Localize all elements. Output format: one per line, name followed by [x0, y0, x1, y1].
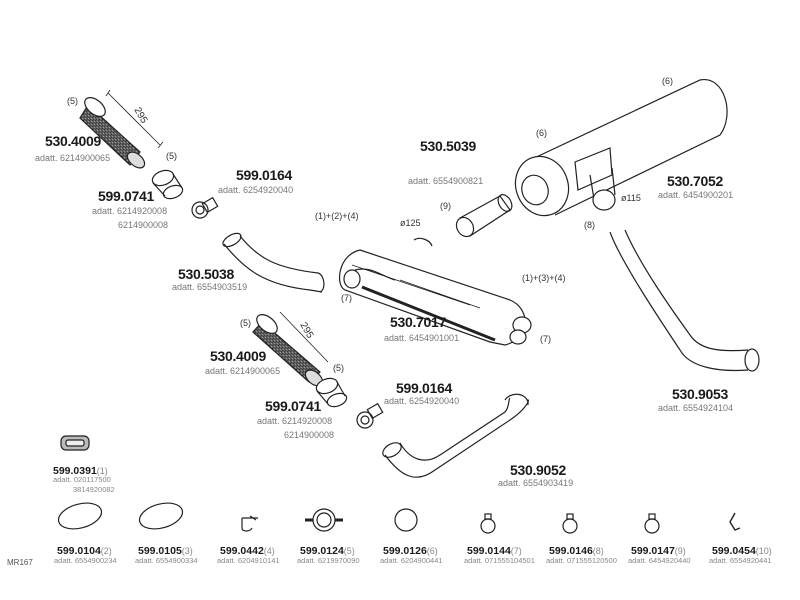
diameter-label: ø115: [621, 193, 641, 203]
accessory-item: 599.0146(8): [549, 541, 604, 559]
part-code: 599.0144: [467, 545, 511, 557]
accessory-item: 599.0442(4): [220, 541, 275, 559]
part-code: 599.0126: [383, 545, 427, 557]
accessory-item: 599.0104(2): [57, 541, 112, 559]
ref-label: (10): [755, 546, 772, 556]
part-code: 530.7017: [390, 314, 446, 330]
ref-label: (6): [536, 128, 547, 138]
accessory-item: 599.0144(7): [467, 541, 522, 559]
part-adatt: adatt. 020117500: [53, 475, 111, 484]
ref-label: (6): [662, 76, 673, 86]
ref-label: (5): [333, 363, 344, 373]
part-adatt: adatt. 071555104501: [464, 556, 535, 565]
part-code: 530.9052: [510, 462, 566, 478]
part-code: 530.4009: [210, 348, 266, 364]
part-adatt: adatt. 6254920040: [384, 396, 460, 406]
part-code: 599.0104: [57, 545, 101, 557]
ref-label: (9): [674, 546, 686, 556]
accessory-icons: [57, 502, 741, 534]
ref-label: (5): [240, 318, 251, 328]
diameter-label: ø125: [400, 218, 421, 228]
sleeve-599-0741-b: [315, 377, 348, 408]
part-adatt: adatt. 6454900201: [658, 190, 734, 200]
ref-label: (5): [343, 546, 355, 556]
part-code: 599.0741: [265, 398, 321, 414]
muffler-530-7052: [514, 79, 728, 217]
part-code: 530.9053: [672, 386, 728, 402]
part-adatt: adatt. 6454901001: [384, 333, 460, 343]
accessory-item: 599.0105(3): [138, 541, 193, 559]
part-code: 599.0124: [300, 545, 344, 557]
ref-label: (2): [100, 546, 112, 556]
part-code: 599.0164: [396, 380, 452, 396]
part-adatt: adatt. 6204910141: [217, 556, 280, 565]
part-adatt: adatt. 6454920440: [628, 556, 691, 565]
accessory-item: 599.0147(9): [631, 541, 686, 559]
ref-label: (8): [584, 220, 595, 230]
part-code: 599.0454: [712, 545, 756, 557]
part-adatt: 6214900008: [284, 430, 335, 440]
part-adatt: adatt. 6214900065: [205, 366, 281, 376]
part-adatt: adatt. 6204900441: [380, 556, 443, 565]
part-adatt: adatt. 6214920008: [92, 206, 168, 216]
flex-pipe-530-4009-b: [252, 311, 329, 387]
accessory-item: 599.0454(10): [712, 541, 772, 559]
ref-label: (3): [181, 546, 193, 556]
pipe-530-9053: [609, 229, 760, 372]
tailpipe-530-5039: [455, 194, 513, 238]
ref-label: (5): [166, 151, 177, 161]
ref-label: (1): [96, 466, 108, 476]
part-adatt: adatt. 6554903419: [498, 478, 574, 488]
pipe-530-9052: [382, 393, 530, 478]
ref-label: (4): [263, 546, 275, 556]
part-code: 599.0146: [549, 545, 593, 557]
part-code: 599.0391: [53, 465, 97, 477]
part-code: 599.0741: [98, 188, 154, 204]
part-adatt: adatt. 6554900821: [408, 176, 484, 186]
part-adatt: adatt. 071555120500: [546, 556, 617, 565]
part-code: 599.0442: [220, 545, 264, 557]
pipe-530-5038: [222, 232, 325, 293]
part-code: 530.5039: [420, 138, 476, 154]
ref-label: (9): [440, 201, 451, 211]
gasket-599-0391: [60, 435, 90, 451]
part-adatt: adatt. 6254920040: [218, 185, 294, 195]
part-adatt: adatt. 6554924104: [658, 403, 734, 413]
ref-label: (1)+(2)+(4): [315, 211, 359, 221]
part-adatt: adatt. 6554900334: [135, 556, 198, 565]
accessory-item: 599.0124(5): [300, 541, 355, 559]
clamp-599-0164-a: [191, 196, 219, 219]
part-adatt: adatt. 6554900234: [54, 556, 117, 565]
ref-label: (7): [510, 546, 522, 556]
ref-label: (6): [426, 546, 438, 556]
muffler-530-7017: [338, 237, 532, 346]
ref-label: (1)+(3)+(4): [522, 273, 566, 283]
drawing-id: MR167: [7, 558, 33, 567]
ref-label: (5): [67, 96, 78, 106]
part-code: 530.4009: [45, 133, 101, 149]
part-adatt: adatt. 6554920441: [709, 556, 772, 565]
part-code: 530.7052: [667, 173, 723, 189]
part-adatt: adatt. 6214900065: [35, 153, 111, 163]
sleeve-599-0741-a: [151, 169, 184, 200]
flex-pipe-530-4009-a: [79, 89, 164, 169]
ref-label: (8): [592, 546, 604, 556]
part-adatt: adatt. 6554903519: [172, 282, 248, 292]
ref-label: (7): [540, 334, 551, 344]
part-code: 599.0147: [631, 545, 675, 557]
part-code: 530.5038: [178, 266, 234, 282]
ref-label: (7): [341, 293, 352, 303]
part-code-group: 599.0391(1): [53, 461, 108, 479]
accessory-item: 599.0126(6): [383, 541, 438, 559]
part-code: 599.0105: [138, 545, 182, 557]
part-adatt: 6214900008: [118, 220, 169, 230]
part-adatt: adatt. 6219970090: [297, 556, 360, 565]
clamp-599-0164-b: [356, 402, 384, 429]
part-code: 599.0164: [236, 167, 292, 183]
part-adatt: adatt. 6214920008: [257, 416, 333, 426]
part-adatt: 3814920082: [73, 485, 115, 494]
